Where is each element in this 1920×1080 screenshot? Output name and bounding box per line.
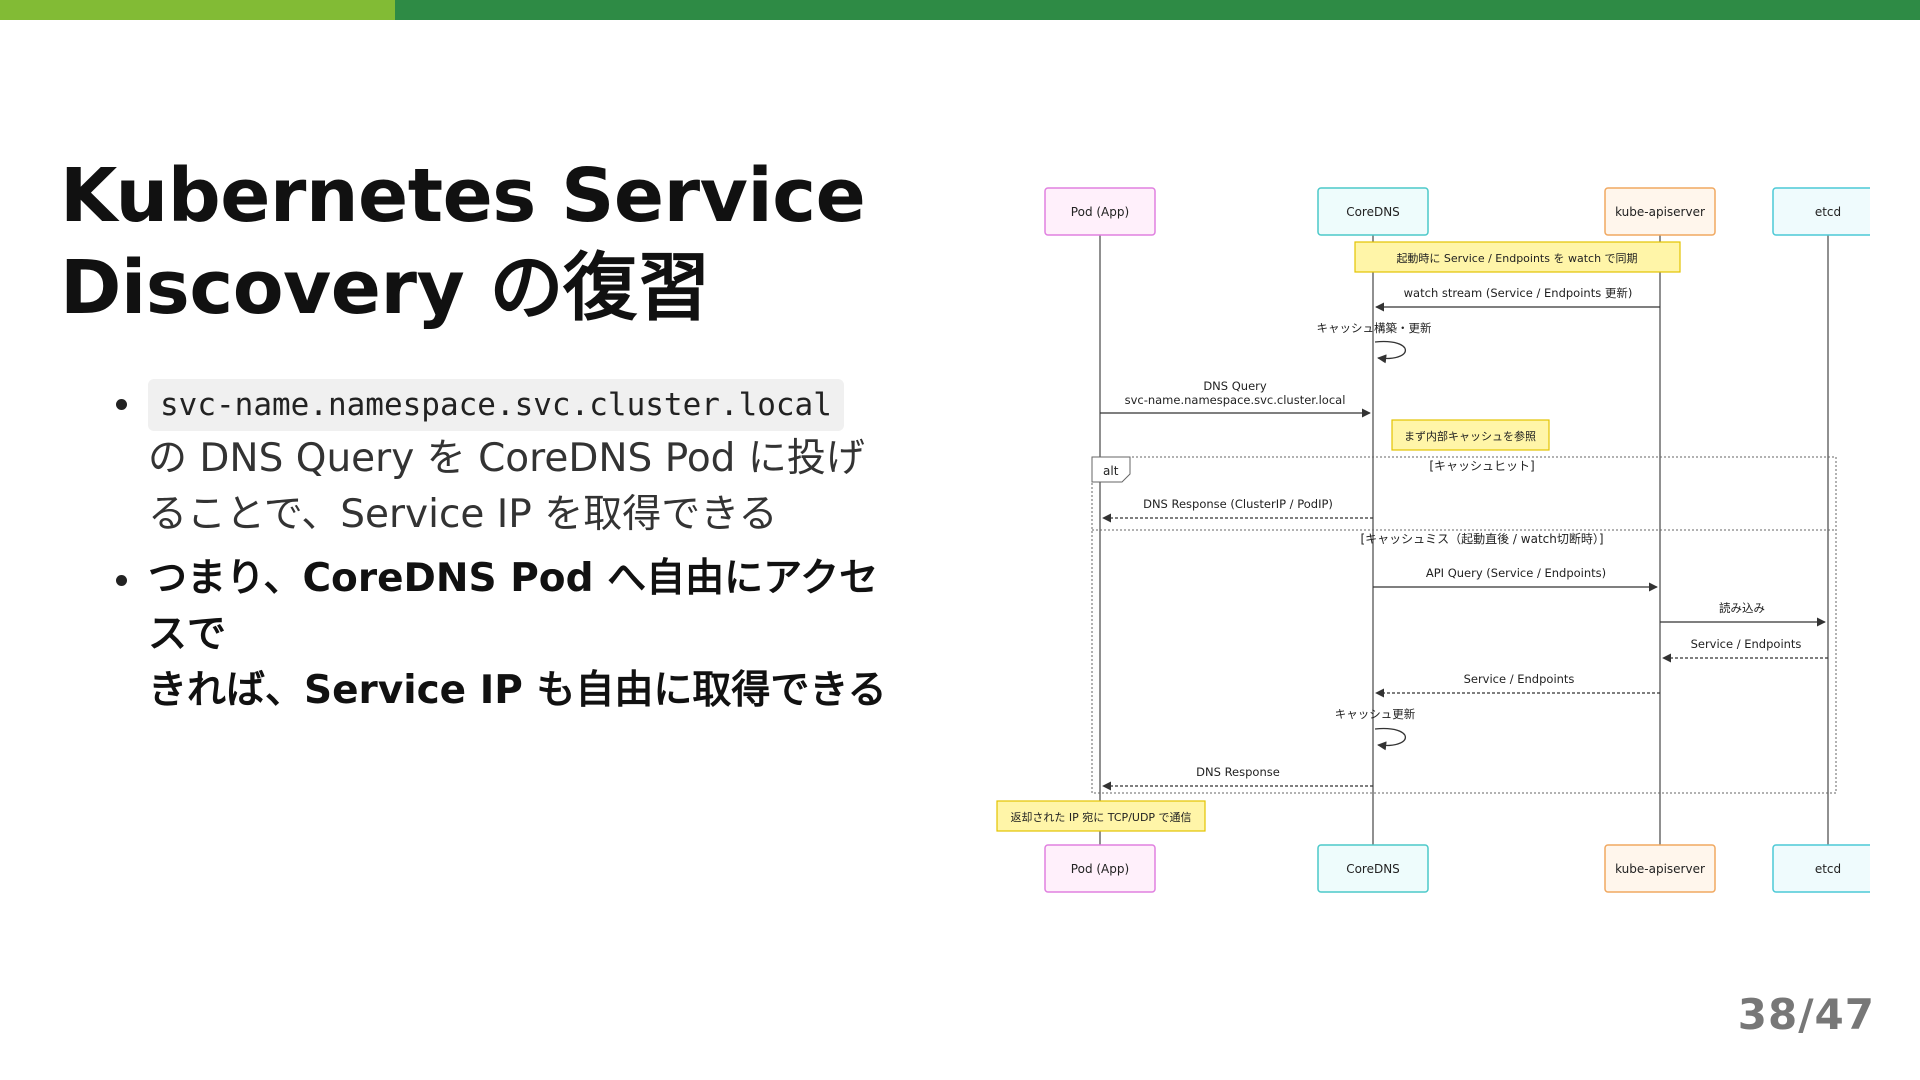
page-number: 38/47 (1738, 990, 1875, 1039)
self-message-arrow-cache-update (1374, 727, 1406, 751)
inline-code-fqdn: svc-name.namespace.svc.cluster.local (148, 379, 844, 431)
top-accent-bar-dark (395, 0, 1920, 20)
bullet-list: svc-name.namespace.svc.cluster.local の D… (110, 375, 900, 727)
page-separator: / (1798, 990, 1815, 1039)
note-text: 返却された IP 宛に TCP/UDP で通信 (1010, 810, 1191, 824)
note-sync-on-startup: 起動時に Service / Endpoints を watch で同期 (1354, 241, 1681, 273)
page-current: 38 (1737, 990, 1799, 1039)
participant-label: etcd (1815, 862, 1841, 876)
participant-etcd-bottom: etcd (1772, 844, 1870, 893)
bullet-text: の DNS Query を CoreDNS Pod に投げ (148, 436, 865, 481)
alt-label: alt (1103, 464, 1119, 478)
participant-etcd-top: etcd (1772, 187, 1870, 236)
participant-label: Pod (App) (1071, 862, 1129, 876)
message-label-etcd-return: Service / Endpoints (1691, 637, 1802, 651)
self-message-arrow-cache-build (1374, 340, 1406, 364)
note-communicate: 返却された IP 宛に TCP/UDP で通信 (996, 800, 1206, 832)
message-label-read: 読み込み (1719, 601, 1765, 615)
note-text: まず内部キャッシュを参照 (1404, 429, 1536, 443)
message-label-watch: watch stream (Service / Endpoints 更新) (1404, 286, 1633, 300)
slide-title-line1: Kubernetes Service (60, 153, 866, 239)
alt-tab (1091, 456, 1131, 483)
message-label-api-return: Service / Endpoints (1464, 672, 1575, 686)
participant-label: CoreDNS (1346, 862, 1400, 876)
participant-label: CoreDNS (1346, 205, 1400, 219)
participant-pod-bottom: Pod (App) (1044, 844, 1156, 893)
participant-label: etcd (1815, 205, 1841, 219)
message-label-response-ip: DNS Response (ClusterIP / PodIP) (1143, 497, 1333, 511)
bullet-dot-icon (116, 575, 127, 586)
slide-title-line2: Discovery の復習 (60, 245, 710, 331)
bullet-text: きれば、Service IP も自由に取得できる (148, 668, 887, 713)
participant-label: Pod (App) (1071, 205, 1129, 219)
bullet-dot-icon (116, 399, 127, 410)
self-message-label-cache-update: キャッシュ更新 (1335, 707, 1416, 721)
note-check-cache: まず内部キャッシュを参照 (1391, 419, 1550, 451)
sequence-diagram: alt [キャッシュヒット] [キャッシュミス（起動直後 / watch切断時）… (996, 187, 1870, 893)
participant-apiserver-bottom: kube-apiserver (1604, 844, 1716, 893)
self-message-label-cache-build: キャッシュ構築・更新 (1317, 321, 1432, 335)
message-label-dns-query-fqdn: svc-name.namespace.svc.cluster.local (1125, 393, 1346, 407)
page-total: 47 (1814, 990, 1875, 1039)
bullet-item-summary: つまり、CoreDNS Pod へ自由にアクセスで きれば、Service IP… (110, 551, 900, 719)
message-label-dns-response: DNS Response (1196, 765, 1280, 779)
message-label-dns-query: DNS Query (1203, 379, 1267, 393)
message-label-api-query: API Query (Service / Endpoints) (1426, 566, 1606, 580)
bullet-item-dns-query: svc-name.namespace.svc.cluster.local の D… (110, 375, 900, 543)
participant-label: kube-apiserver (1615, 862, 1705, 876)
top-accent-bar (0, 0, 1920, 20)
note-text: 起動時に Service / Endpoints を watch で同期 (1396, 251, 1637, 265)
bullet-text: ることで、Service IP を取得できる (148, 492, 778, 537)
alt-frame (1091, 456, 1837, 794)
guard-cache-miss: [キャッシュミス（起動直後 / watch切断時）] (1360, 531, 1603, 546)
participant-label: kube-apiserver (1615, 205, 1705, 219)
guard-cache-hit: [キャッシュヒット] (1429, 459, 1534, 473)
top-accent-bar-light (0, 0, 395, 20)
participant-apiserver-top: kube-apiserver (1604, 187, 1716, 236)
bullet-text: つまり、CoreDNS Pod へ自由にアクセスで (148, 556, 879, 657)
slide-title: Kubernetes Service Discovery の復習 (60, 150, 960, 334)
participant-pod-top: Pod (App) (1044, 187, 1156, 236)
participant-coredns-top: CoreDNS (1317, 187, 1429, 236)
participant-coredns-bottom: CoreDNS (1317, 844, 1429, 893)
